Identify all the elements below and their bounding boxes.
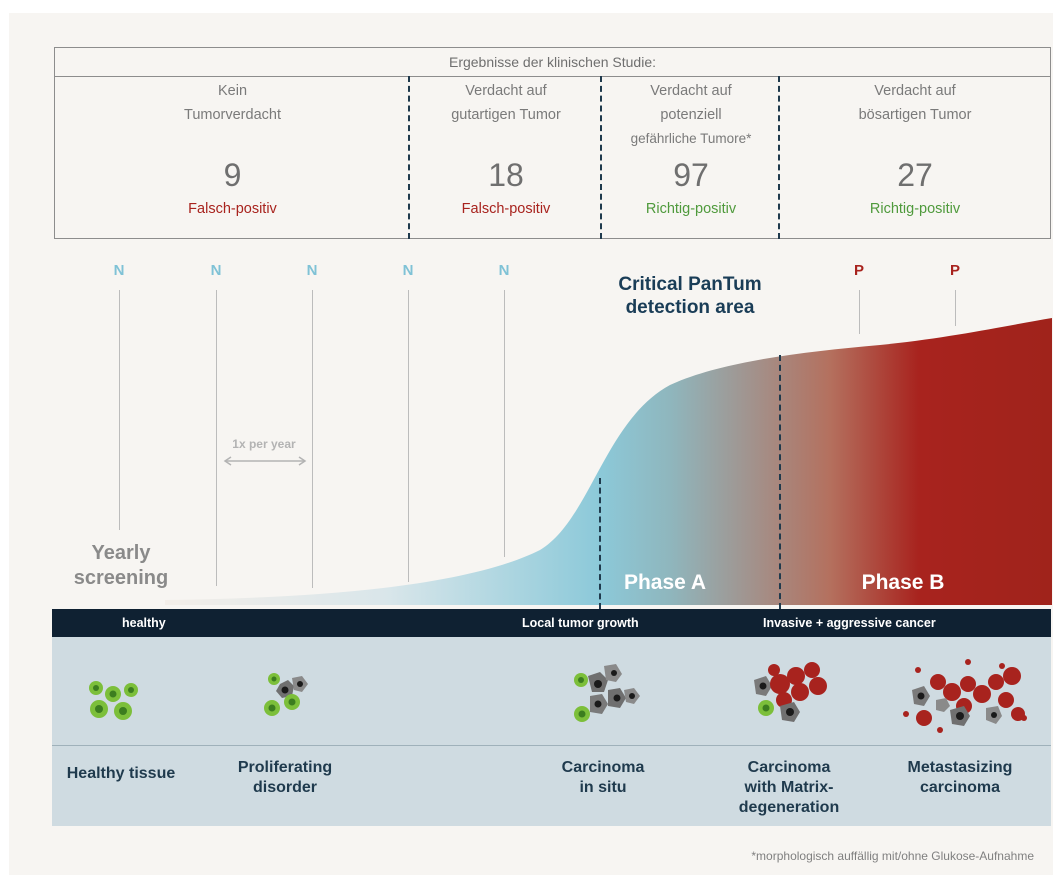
stage-metastasizing-carcinoma: Metastasizing carcinoma xyxy=(885,758,1035,798)
stage-label-line: Carcinoma xyxy=(561,759,645,776)
stage-band: healthy Local tumor growth Invasive + ag… xyxy=(52,609,1051,637)
critical-area-line: detection area xyxy=(625,297,755,318)
stage-label-line: Healthy tissue xyxy=(66,765,176,782)
matrix-degeneration-icon xyxy=(754,662,827,722)
column-label-line: bösartigen Tumor xyxy=(858,107,972,123)
column-result: Falsch-positiv xyxy=(188,201,277,217)
curve-area xyxy=(165,318,1052,605)
column-label-line: gefährliche Tumore* xyxy=(630,131,752,146)
stage-label-line: with Matrix- xyxy=(744,779,834,796)
stage-label-line: in situ xyxy=(579,779,627,796)
phase-b-divider xyxy=(779,355,781,609)
stage-label-line: Metastasizing xyxy=(907,759,1013,776)
interval-label: 1x per year xyxy=(232,437,296,451)
carcinoma-in-situ-icon xyxy=(574,664,640,722)
metastasizing-carcinoma-icon xyxy=(903,659,1027,733)
stage-label-line: Carcinoma xyxy=(747,759,831,776)
screening-line xyxy=(504,290,505,557)
column-label-line: Verdacht auf xyxy=(650,83,732,99)
positive-line xyxy=(955,290,956,326)
band-label-invasive: Invasive + aggressive cancer xyxy=(763,616,936,630)
positive-line xyxy=(859,290,860,334)
column-label-line: Verdacht auf xyxy=(874,83,956,99)
column-potentially-dangerous: Verdacht auf potenziell gefährliche Tumo… xyxy=(602,77,780,239)
stage-carcinoma-in-situ: Carcinoma in situ xyxy=(528,758,678,798)
column-count: 18 xyxy=(488,157,524,193)
column-count: 27 xyxy=(897,157,933,193)
marker-positive: P xyxy=(853,262,864,279)
column-malignant: Verdacht auf bösartigen Tumor 27 Richtig… xyxy=(780,77,1050,239)
column-result: Falsch-positiv xyxy=(461,201,551,217)
marker-negative: N xyxy=(210,262,222,279)
column-result: Richtig-positiv xyxy=(869,201,961,217)
column-no-suspicion: Kein Tumorverdacht 9 Falsch-positiv xyxy=(55,77,410,239)
band-label-local-growth: Local tumor growth xyxy=(522,616,639,630)
column-count: 97 xyxy=(673,157,709,193)
column-label-line: Verdacht auf xyxy=(465,83,547,99)
screening-label-line: screening xyxy=(73,567,169,589)
study-results-table: Ergebnisse der klinischen Studie: Kein T… xyxy=(54,47,1051,239)
phase-a-label: Phase A xyxy=(623,571,707,594)
marker-negative: N xyxy=(306,262,318,279)
cell-panel-divider xyxy=(52,745,1051,746)
screening-line xyxy=(312,290,313,588)
stage-label-line: carcinoma xyxy=(919,779,1001,796)
screening-line xyxy=(216,290,217,586)
column-divider xyxy=(778,76,780,239)
stage-healthy-tissue: Healthy tissue xyxy=(46,764,196,784)
healthy-cells-icon xyxy=(89,681,138,720)
screening-line xyxy=(119,290,120,530)
footnote: *morphologisch auffällig mit/ohne Glukos… xyxy=(751,849,1034,863)
interval-arrow-icon xyxy=(223,456,307,466)
column-divider xyxy=(600,76,602,239)
column-label-line: gutartigen Tumor xyxy=(451,107,561,123)
marker-negative: N xyxy=(402,262,414,279)
phase-b-label: Phase B xyxy=(861,571,945,594)
proliferating-cells-icon xyxy=(264,673,308,716)
yearly-screening-label: Yearly screening xyxy=(66,541,176,591)
column-result: Richtig-positiv xyxy=(645,201,737,217)
cell-stages-panel xyxy=(52,637,1051,826)
screening-label-line: Yearly xyxy=(91,542,151,564)
stage-label-line: Proliferating xyxy=(237,759,333,776)
stage-label-line: disorder xyxy=(252,779,317,796)
table-title: Ergebnisse der klinischen Studie: xyxy=(55,48,1050,77)
stage-matrix-degeneration: Carcinoma with Matrix- degeneration xyxy=(714,758,864,818)
stage-label-line: degeneration xyxy=(738,799,840,816)
column-label-line: Kein xyxy=(217,83,248,99)
marker-positive: P xyxy=(949,262,960,279)
column-label-line: potenziell xyxy=(660,107,722,123)
marker-negative: N xyxy=(498,262,510,279)
column-label-line: Tumorverdacht xyxy=(184,107,281,123)
column-count: 9 xyxy=(223,157,242,193)
critical-area-line: Critical PanTum xyxy=(618,274,762,295)
phase-a-divider xyxy=(599,478,601,609)
critical-detection-area-label: Critical PanTum detection area xyxy=(590,273,790,319)
column-benign: Verdacht auf gutartigen Tumor 18 Falsch-… xyxy=(410,77,602,239)
column-divider xyxy=(408,76,410,239)
screening-line xyxy=(408,290,409,582)
band-label-healthy: healthy xyxy=(122,616,166,630)
marker-negative: N xyxy=(113,262,125,279)
stage-proliferating-disorder: Proliferating disorder xyxy=(210,758,360,798)
